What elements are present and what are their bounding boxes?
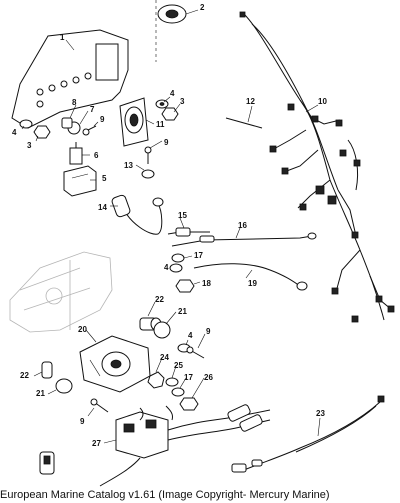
part-6-clip [69, 142, 83, 165]
part-19-cable [193, 263, 308, 291]
callout-5: 5 [102, 174, 107, 183]
callout-17: 17 [194, 251, 203, 260]
callout-9: 9 [100, 115, 105, 124]
part-13-washer [141, 169, 155, 179]
part-3-nut-right [161, 107, 179, 121]
copyright-caption: European Marine Catalog v1.61 (Image Cop… [0, 489, 330, 501]
callout-9: 9 [80, 417, 85, 426]
callout-23: 23 [316, 409, 325, 418]
part-17-washer-top [171, 253, 185, 263]
callout-4: 4 [164, 263, 169, 272]
part-27-connector-block [99, 404, 271, 487]
callout-27: 27 [92, 439, 101, 448]
part-18-nut [175, 279, 195, 293]
callout-3: 3 [27, 141, 32, 150]
callout-13: 13 [124, 161, 133, 170]
part-4-washer-top [169, 263, 183, 273]
callout-4: 4 [188, 331, 193, 340]
part-9-screw-lower-right [186, 346, 205, 359]
callout-12: 12 [246, 97, 255, 106]
callout-18: 18 [202, 279, 211, 288]
part-26-nut [179, 397, 199, 411]
part-21-spacer-lower [55, 378, 73, 394]
callout-14: 14 [98, 203, 107, 212]
part-10-wiring-harness [239, 11, 395, 323]
callout-labels: 1 2 4 3 4 3 8 7 9 6 5 11 9 13 12 10 14 1… [12, 3, 327, 448]
part-9-screw-mid [144, 146, 152, 164]
callout-8: 8 [72, 98, 77, 107]
part-11-solenoid [119, 97, 149, 147]
part-20-solenoid-assembly [79, 335, 151, 393]
part-23-wiring-lead [231, 395, 385, 473]
part-5-relay [63, 165, 97, 197]
plug-connector [39, 451, 55, 475]
callout-7: 7 [90, 105, 95, 114]
part-24-nut [147, 371, 165, 389]
callout-20: 20 [78, 325, 87, 334]
callout-4: 4 [12, 128, 17, 137]
callout-1: 1 [60, 33, 65, 42]
callout-9: 9 [164, 138, 169, 147]
part-2-boot [157, 4, 187, 24]
part-9-screw-lower-left [90, 398, 109, 413]
part-25-washer [165, 377, 179, 387]
part-14-cable [111, 194, 164, 235]
callout-6: 6 [94, 151, 99, 160]
part-16-cable [171, 232, 317, 247]
callout-2: 2 [200, 3, 205, 12]
part-21-spacer-top [153, 321, 171, 339]
part-4-washer-left [19, 119, 33, 129]
part-1-bracket [11, 29, 129, 129]
part-17-washer-lower [171, 387, 185, 397]
callout-4: 4 [170, 89, 175, 98]
callout-25: 25 [174, 361, 183, 370]
callout-10: 10 [318, 97, 327, 106]
part-12-rod [225, 117, 263, 129]
callout-26: 26 [204, 373, 213, 382]
callout-17: 17 [184, 373, 193, 382]
callout-21: 21 [36, 389, 45, 398]
leader-lines [21, 9, 321, 444]
callout-16: 16 [238, 221, 247, 230]
callout-22: 22 [155, 295, 164, 304]
part-4-washer-right [155, 99, 169, 109]
part-15-lead [167, 227, 210, 237]
part-22-spacer-lower [41, 361, 53, 379]
engine-outline-ghost [9, 251, 113, 333]
part-8-spacer [61, 117, 73, 129]
part-9-screw-top [82, 125, 97, 136]
callout-9: 9 [206, 327, 211, 336]
callout-22: 22 [20, 371, 29, 380]
callout-11: 11 [156, 120, 165, 129]
callout-3: 3 [180, 97, 185, 106]
part-3-nut-left [33, 125, 51, 139]
callout-24: 24 [160, 353, 169, 362]
callout-15: 15 [178, 211, 187, 220]
callout-21: 21 [178, 307, 187, 316]
callout-19: 19 [248, 279, 257, 288]
